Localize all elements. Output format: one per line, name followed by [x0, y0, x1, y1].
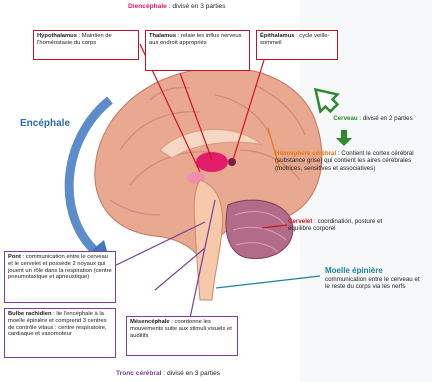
epithalamus-box: Épithalamus : cycle veille-sommeil [256, 30, 338, 60]
bulbe-box: Bulbe rachidien : lie l'encéphale à la m… [4, 308, 116, 358]
hypothalamus-box: Hypothalamus : Maintien de l'homéostasie… [33, 30, 139, 60]
epithalamus-shape [228, 158, 236, 166]
thalamus-box: Thalamus : relaie les influx nerveux aux… [145, 30, 250, 71]
thalamus-shape [196, 152, 228, 172]
encephale-label: Encéphale [20, 120, 70, 127]
moelle-desc: communication entre le cerveau et le res… [325, 276, 425, 291]
brainstem-shape [194, 180, 222, 300]
hemisphere-label: Hémisphère cérébral : Contient le cortex… [275, 150, 425, 172]
moelle-term: Moelle épinière [325, 266, 425, 276]
tronc-cerebral-title: Tronc cérébral : divisé en 3 parties [116, 370, 220, 377]
diencephale-title: Diencéphale : divisé en 3 parties [128, 3, 226, 10]
mesencephale-box: Mésencéphale : coordonne les mouvements … [126, 316, 238, 356]
cervelet-label: Cervelet : coordination, posture et équi… [288, 218, 398, 233]
pont-box: Pont : communication entre le cerveau et… [4, 251, 116, 303]
moelle-label: Moelle épinière communication entre le c… [325, 266, 425, 291]
cerveau-label: Cerveau : divisé en 2 parties [333, 115, 413, 122]
